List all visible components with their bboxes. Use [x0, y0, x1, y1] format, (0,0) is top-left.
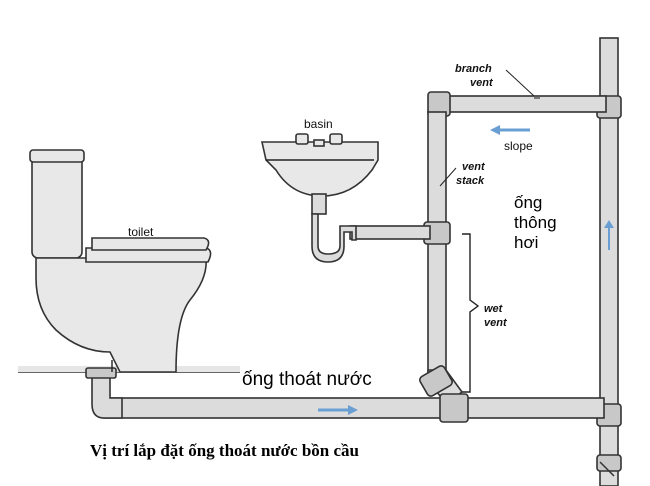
- wet-vent-label-line2: vent: [484, 317, 508, 329]
- ong-thong-hoi-label-line1: ống: [514, 193, 542, 212]
- wet-vent-label-line1: wet: [484, 303, 504, 315]
- ong-thong-hoi-label-line3: hơi: [514, 233, 538, 252]
- branch-vent-label-line1: branch: [455, 63, 492, 75]
- basin-label: basin: [304, 117, 333, 131]
- stack-arrow-up-head: [604, 220, 614, 228]
- basin-fixture: [261, 133, 379, 263]
- toilet-label: toilet: [128, 225, 154, 239]
- drain-flow-arrow-head: [348, 405, 358, 415]
- slope-label: slope: [504, 139, 533, 153]
- vent-stack-pipe: [423, 111, 451, 383]
- branch-vent-label-line2: vent: [470, 77, 494, 89]
- branch-vent-pipe: [427, 91, 607, 135]
- ong-thong-hoi-label-line2: thông: [514, 213, 557, 232]
- vent-stack-label-line2: stack: [456, 175, 485, 187]
- slope-arrow-head: [490, 125, 500, 135]
- caption: Vị trí lắp đặt ống thoát nước bồn cầu: [90, 441, 359, 460]
- vent-stack-leader: [439, 167, 457, 187]
- vent-stack-label-line1: vent: [462, 161, 486, 173]
- branch-vent-leader: [505, 69, 535, 97]
- basin-trap-arm: [349, 225, 431, 240]
- toilet-fixture: [29, 149, 212, 373]
- stack-arrow-down: [599, 461, 615, 477]
- main-drain-pipe: [85, 367, 605, 423]
- wet-vent-pipe: [419, 233, 480, 406]
- ong-thoat-nuoc-label: ống thoát nước: [242, 369, 372, 390]
